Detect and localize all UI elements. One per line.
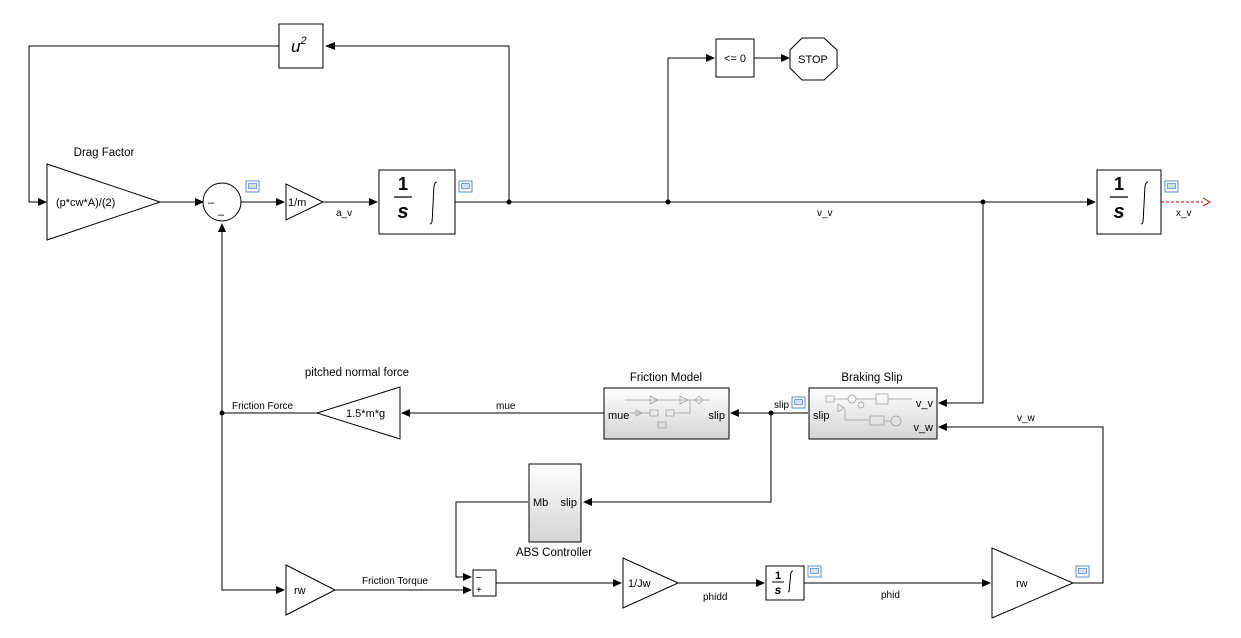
sum1-sign-bottom: – — [218, 209, 225, 221]
friction-model-preview-icon — [625, 395, 710, 429]
signal-label-phid: phid — [881, 590, 900, 601]
abs-controller-subsystem[interactable]: Mb slip ABS Controller — [516, 463, 592, 559]
velocity-integrator[interactable]: 1 s — [378, 169, 456, 235]
line-square-to-drag[interactable] — [28, 45, 279, 203]
normal-force-title: pitched normal force — [305, 367, 409, 379]
braking-slip-port-vv: v_v — [916, 398, 934, 410]
svg-text:1: 1 — [1114, 174, 1124, 194]
abs-port-slip: slip — [560, 497, 577, 509]
friction-model-out-port: slip — [708, 410, 725, 422]
rw-gain2-label: rw — [1016, 578, 1028, 590]
signal-label-friction-torque: Friction Torque — [362, 576, 428, 587]
compare-label: <= 0 — [724, 53, 746, 65]
wheel-radius-gain-1[interactable]: rw — [285, 564, 337, 616]
svg-text:1: 1 — [775, 570, 781, 582]
rw-gain1-label: rw — [294, 585, 306, 597]
braking-slip-preview-icon — [825, 393, 912, 427]
compare-to-zero-block[interactable]: <= 0 — [715, 38, 755, 78]
line-v-to-square[interactable] — [335, 45, 510, 202]
sum1-sign-left: – — [208, 197, 215, 209]
sum2-sign-top: – — [476, 572, 482, 583]
wheel-radius-gain-2[interactable]: rw — [991, 547, 1075, 619]
braking-slip-port-vw: v_w — [913, 422, 933, 434]
scope-icon[interactable] — [245, 180, 260, 193]
abs-port-mb: Mb — [533, 497, 548, 509]
signal-lines — [28, 42, 1212, 594]
force-sum-block[interactable]: – – — [202, 182, 242, 222]
drag-factor-title: Drag Factor — [74, 147, 135, 159]
signal-label-x-v: x_v — [1176, 208, 1192, 219]
svg-text:s: s — [775, 583, 782, 597]
normal-force-gain[interactable]: pitched normal force 1.5*m*g — [305, 367, 409, 440]
inverse-mass-label: 1/m — [288, 197, 306, 209]
drag-factor-label: (p*cw*A)/(2) — [56, 197, 115, 209]
position-integrator[interactable]: 1 s — [1096, 169, 1162, 235]
friction-model-in-port: mue — [608, 410, 629, 422]
scope-icon[interactable] — [791, 396, 806, 409]
wheel-speed-integrator[interactable]: 1 s — [765, 565, 805, 601]
torque-sum-block[interactable]: – + — [472, 569, 497, 597]
inverse-inertia-gain[interactable]: 1/Jw — [622, 557, 680, 609]
signal-label-slip: slip — [774, 400, 789, 411]
square-label: u2 — [291, 35, 307, 56]
signal-label-v-w: v_w — [1017, 413, 1036, 424]
inverse-mass-gain[interactable]: 1/m — [285, 183, 325, 221]
signal-label-mue: mue — [496, 401, 516, 412]
math-square-block[interactable]: u2 — [278, 23, 324, 69]
scope-icon[interactable] — [458, 180, 473, 193]
signal-label-phidd: phidd — [703, 592, 727, 603]
svg-text:s: s — [397, 201, 408, 223]
signal-label-a-v: a_v — [336, 208, 352, 219]
abs-controller-title: ABS Controller — [516, 547, 592, 559]
friction-model-subsystem[interactable]: Friction Model mue slip — [603, 372, 730, 440]
inverse-inertia-label: 1/Jw — [628, 578, 651, 590]
svg-text:1: 1 — [398, 174, 408, 194]
braking-slip-port-slip: slip — [813, 410, 830, 422]
scope-icon[interactable] — [807, 565, 822, 578]
braking-slip-title: Braking Slip — [841, 372, 902, 384]
scope-icon[interactable] — [1164, 180, 1179, 193]
normal-force-label: 1.5*m*g — [346, 408, 385, 420]
sum2-sign-bottom: + — [476, 585, 482, 596]
stop-simulation-block[interactable]: STOP — [789, 37, 838, 81]
signal-label-friction-force: Friction Force — [232, 401, 294, 412]
svg-text:s: s — [1113, 201, 1124, 223]
friction-model-title: Friction Model — [630, 372, 702, 384]
stop-label: STOP — [798, 54, 828, 66]
braking-slip-subsystem[interactable]: Braking Slip slip v_v v_w — [808, 372, 938, 440]
scope-icon[interactable] — [1075, 565, 1090, 578]
drag-factor-gain[interactable]: Drag Factor (p*cw*A)/(2) — [46, 147, 162, 241]
signal-label-v-v: v_v — [817, 208, 833, 219]
